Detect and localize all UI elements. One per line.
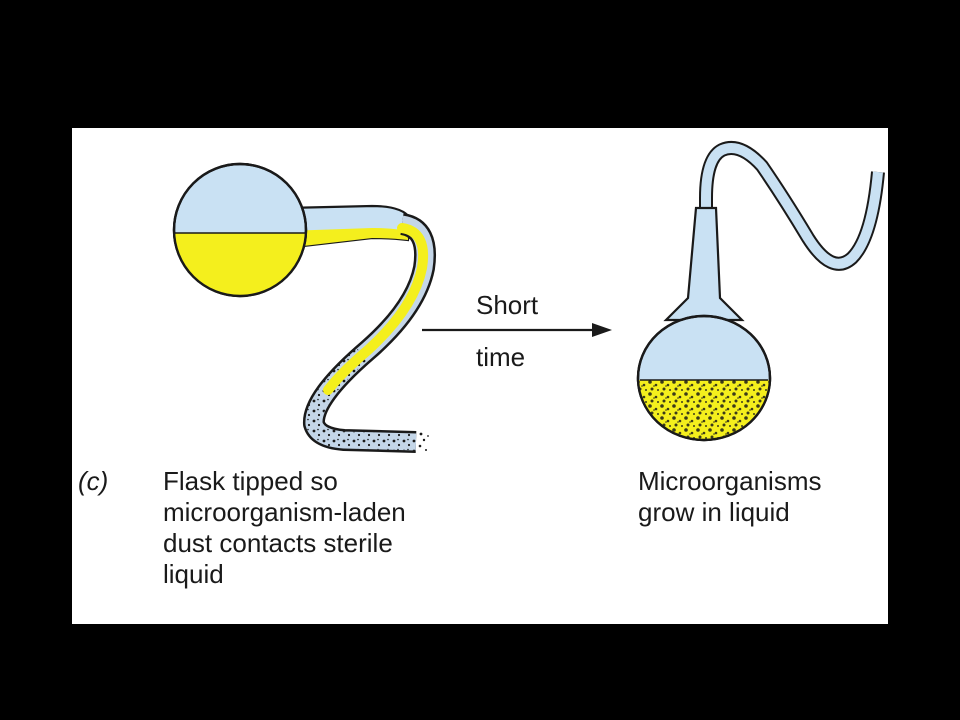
- left-flask-neck-liquid: [286, 228, 408, 248]
- left-flask-swan-neck: [303, 213, 436, 453]
- panel-letter: (c): [78, 466, 109, 496]
- right-flask-caption: Microorganisms grow in liquid: [638, 466, 822, 527]
- right-flask-neck: [663, 206, 745, 322]
- pasteur-flask-diagram: [172, 141, 885, 453]
- diagram-panel: Short time (c) Flask tipped so microorga…: [72, 128, 888, 624]
- time-arrow: [422, 323, 612, 337]
- right-flask-upright: [636, 141, 885, 442]
- arrow-label-top: Short: [476, 290, 539, 320]
- left-flask-caption: Flask tipped so microorganism-laden dust…: [163, 466, 406, 589]
- left-flask-tipped: [172, 162, 436, 453]
- left-flask-tube-liquid: [323, 223, 428, 395]
- right-flask-swan-neck: [699, 141, 885, 308]
- left-flask-bulb-liquid: [174, 233, 306, 296]
- left-flask-tube-opening: [418, 432, 429, 451]
- arrow-label-bottom: time: [476, 342, 526, 372]
